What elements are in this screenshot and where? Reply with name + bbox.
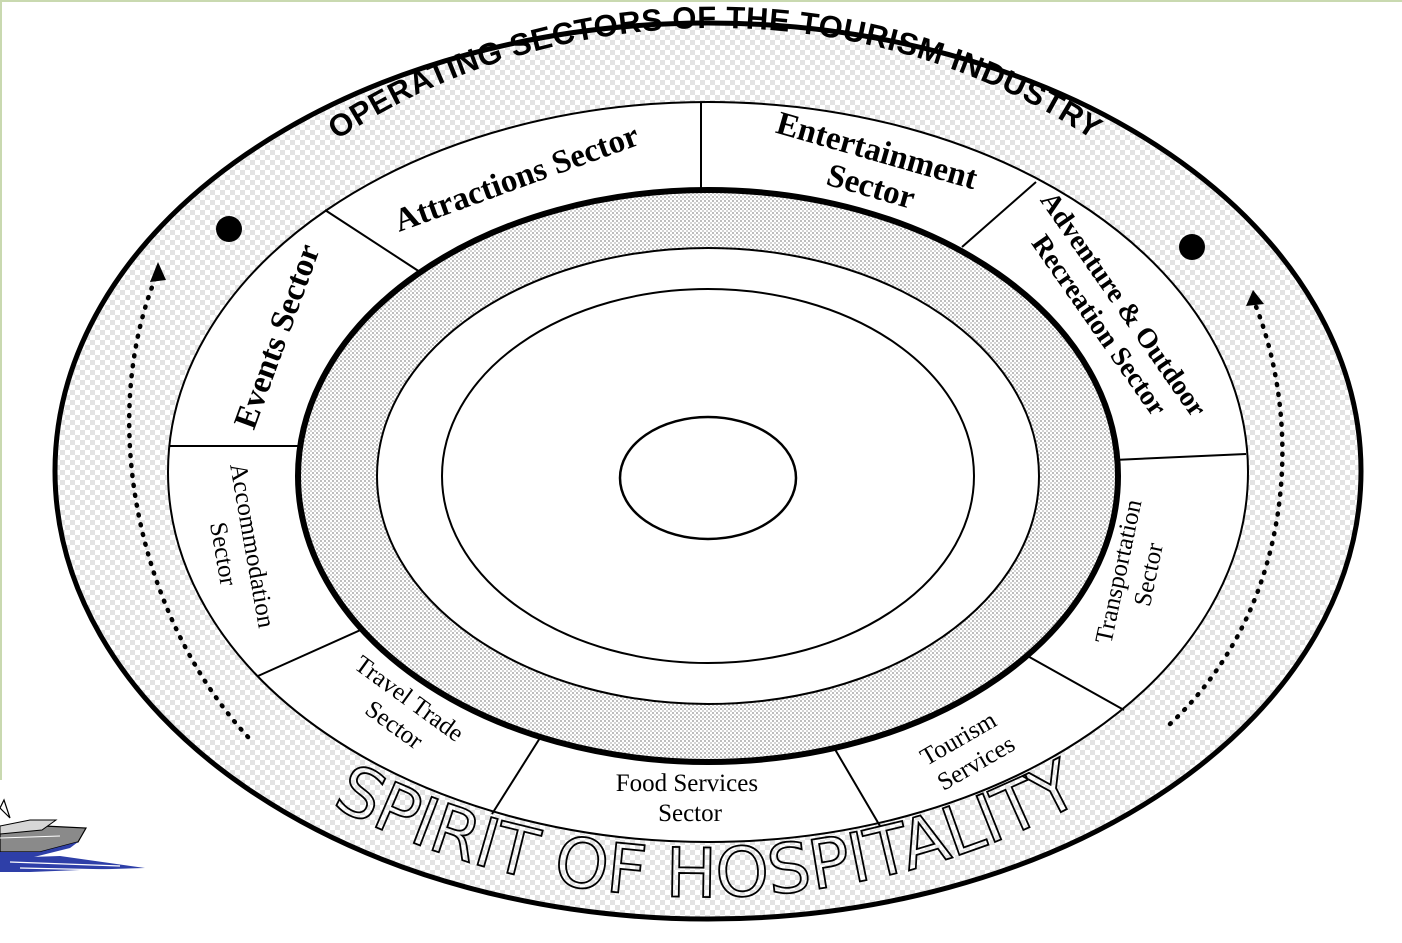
bullet-left-icon [216, 216, 242, 242]
speedboat-icon [0, 800, 145, 872]
frame-top [0, 0, 1402, 2]
bullet-right-icon [1179, 234, 1205, 260]
center-circle [620, 417, 796, 539]
frame-left [0, 0, 2, 780]
